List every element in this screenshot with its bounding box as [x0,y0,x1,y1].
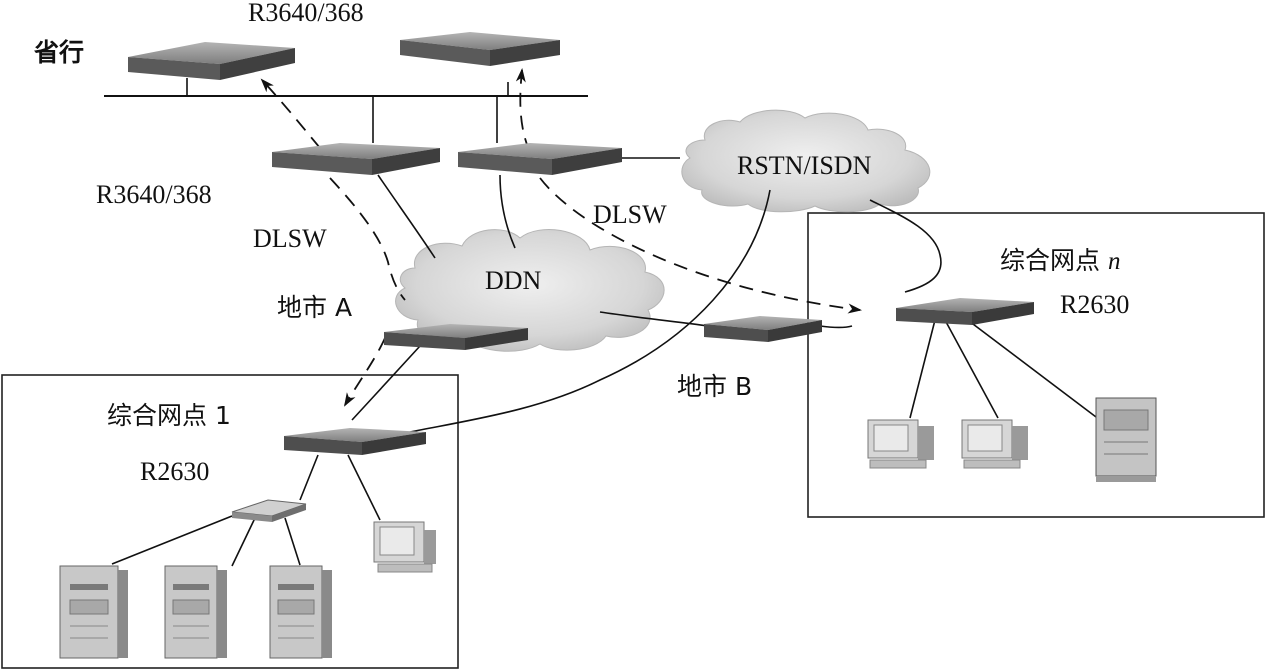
router-icon [704,316,822,342]
server-tower-icon [1095,397,1157,482]
router-icon [458,143,622,175]
workstation-icon [867,419,934,469]
province-label: 省行 [34,38,85,67]
site-1-label: 综合网点 1 [107,401,231,430]
workstation-icon [961,419,1028,469]
router-icon [400,32,560,66]
site-n-index: n [1107,248,1121,275]
workstation-icon [373,521,436,573]
switch-hub-icon [231,499,307,522]
site-n-router-label: R2630 [1060,290,1130,319]
router-label-top: R3640/368 [248,0,364,27]
dlsw-label-left: DLSW [253,224,327,253]
city-a-label: 地市 A [277,293,353,322]
cloud-icon [681,109,931,213]
site-1-box [1,374,459,669]
cloud-icon [395,229,665,352]
router-icon [128,42,295,80]
server-tower-icon [269,565,332,659]
solid-links [111,157,1101,567]
router-icon [284,428,426,455]
server-tower-icon [59,565,128,659]
rstn-isdn-label: RSTN/ISDN [737,151,872,180]
ddn-label: DDN [485,266,542,295]
router-icon [384,324,528,350]
site-n-prefix: 综合网点 [1000,246,1108,275]
router-label-left: R3640/368 [96,180,212,209]
city-b-label: 地市 B [677,372,753,401]
server-tower-icon [164,565,227,659]
site-n-label: 综合网点 n [1000,248,1120,274]
router-icon [272,143,440,175]
dlsw-label-right: DLSW [593,200,667,229]
router-icon [896,298,1034,325]
site-n-box [807,212,1265,518]
site-1-router-label: R2630 [140,457,210,486]
